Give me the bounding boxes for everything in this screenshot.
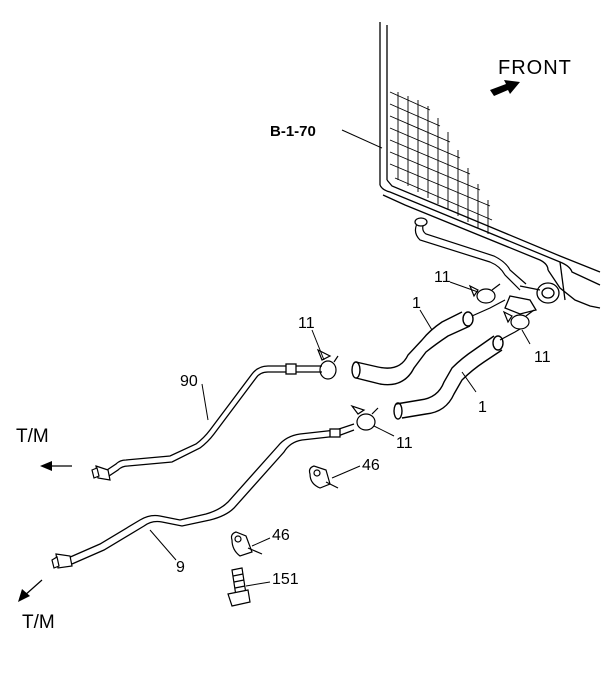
- front-arrow-icon: [490, 80, 520, 96]
- label-bolt: 151: [272, 571, 299, 588]
- clamp-top-right: [468, 283, 501, 304]
- tm-upper-arrow-icon: [40, 461, 72, 471]
- reference-label: B-1-70: [270, 123, 316, 140]
- label-clip-upper: 46: [362, 457, 380, 474]
- reference-leader: [341, 129, 383, 149]
- label-pipe-lower: 9: [176, 559, 185, 576]
- label-clamp-right: 11: [534, 349, 551, 366]
- clip-upper: [308, 465, 339, 489]
- label-clamp-upper-left: 11: [298, 315, 315, 332]
- tm-lower-arrow-icon: [18, 579, 43, 602]
- radiator: [379, 22, 601, 309]
- tm-label-upper: T/M: [16, 426, 49, 447]
- pipe-90: [103, 363, 322, 479]
- label-pipe-upper: 90: [180, 373, 198, 390]
- bolt: [227, 567, 251, 607]
- clamp-right: [502, 309, 535, 330]
- hose-lower: [393, 335, 504, 420]
- pipe-9-fitting: [51, 553, 73, 569]
- leader-lines: [149, 281, 531, 587]
- radiator-outlet-fittings: [504, 282, 560, 315]
- label-clamp-top-right: 11: [434, 269, 451, 286]
- label-clamp-mid: 11: [396, 435, 413, 452]
- label-hose-lower: 1: [478, 399, 487, 416]
- pipe-90-fitting: [91, 465, 111, 481]
- hose-upper: [351, 311, 474, 386]
- label-clip-lower: 46: [272, 527, 290, 544]
- pipe-9: [67, 423, 355, 565]
- label-hose-upper: 1: [412, 295, 421, 312]
- clip-lower: [230, 531, 263, 557]
- tm-label-lower: T/M: [22, 612, 55, 633]
- radiator-core: [389, 91, 493, 234]
- clamp-mid: [350, 404, 379, 431]
- radiator-internal-pipe: [414, 217, 527, 291]
- front-label: FRONT: [498, 57, 572, 79]
- clamp-upper-left: [316, 348, 339, 380]
